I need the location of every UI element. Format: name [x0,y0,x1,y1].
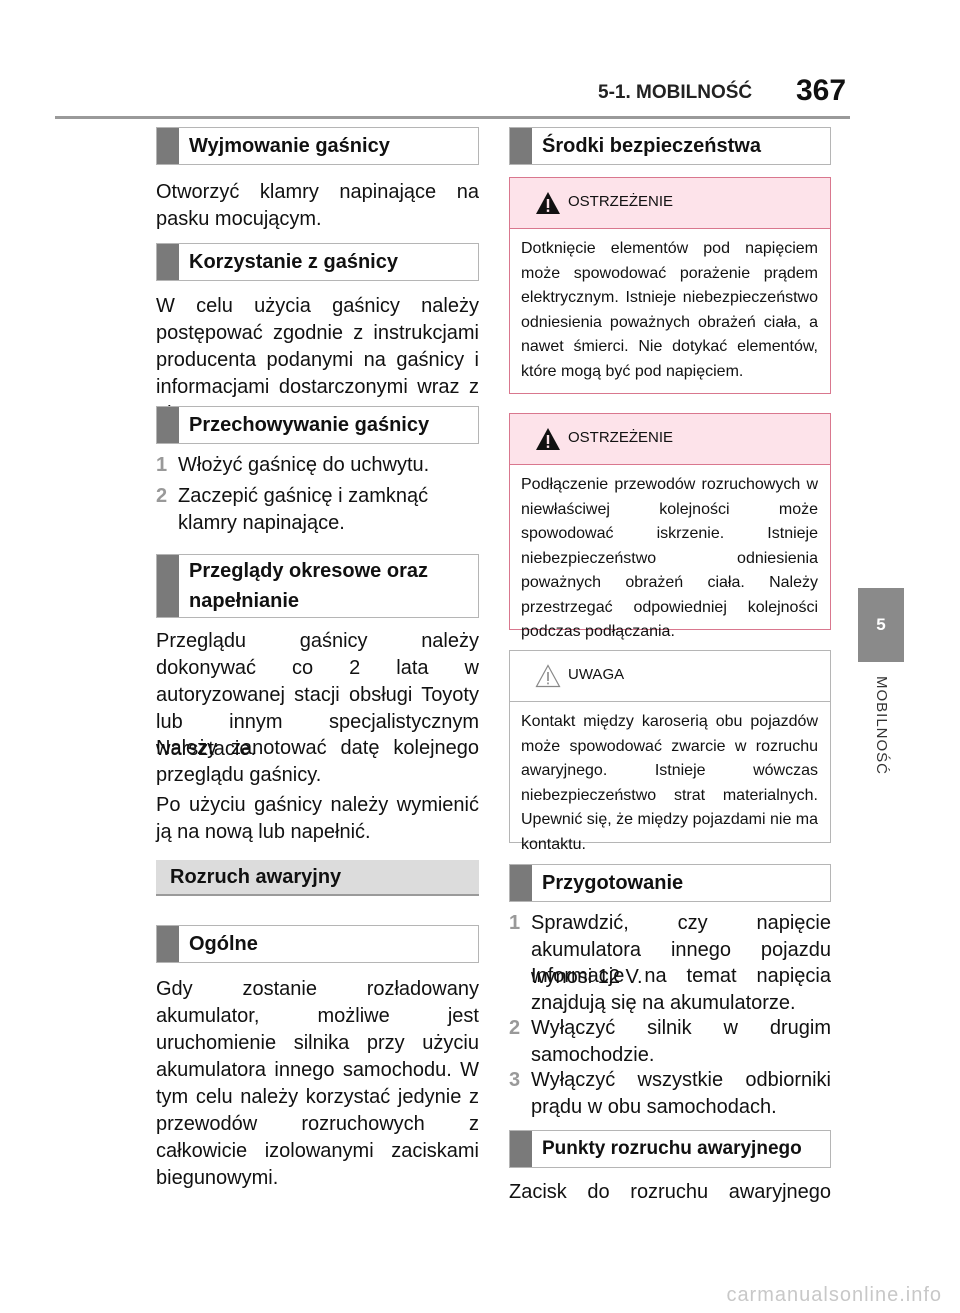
paragraph: Należy zanotować datę kolejnego przegląd… [156,737,479,786]
page-number: 367 [796,74,847,107]
chapter-tab[interactable]: 5 [858,588,904,662]
paragraph: Zacisk do rozruchu awaryjnego [509,1181,831,1203]
watermark: carmanualsonline.info [726,1284,942,1306]
list-item: 3 Wyłączyć wszystkie odbiorniki prądu w … [509,1069,831,1118]
paragraph: Gdy zostanie rozładowany akumulator, moż… [156,978,479,1189]
section-heading-korzystanie: Korzystanie z gaśnicy [156,243,479,281]
paragraph: Przeglądu gaśnicy należy dokonywać co 2 … [156,630,479,760]
header-divider [55,116,850,119]
list-item: 1 Włożyć gaśnicę do uchwytu. [156,454,430,476]
section-heading-ogolne: Ogólne [156,925,479,963]
list-item: 2 Zaczepić gaśnicę i zamknąć klamry napi… [156,485,429,534]
chapter-tab-label: MOBILNOŚĆ [873,676,890,776]
caution-box: UWAGA Kontakt między karoserią obu pojaz… [509,650,831,853]
paragraph: W celu użycia gaśnicy należy postępować … [156,295,479,425]
section-heading-srodki: Środki bezpieczeństwa [509,127,831,165]
warning-triangle-icon [536,428,560,450]
caution-triangle-icon [535,664,561,688]
running-header: 5-1. MOBILNOŚĆ [598,82,753,103]
section-heading-rozruch: Rozruch awaryjny [156,860,479,896]
warning-box: OSTRZEŻENIE Podłączenie przewodów rozruc… [509,413,831,640]
section-heading-przeglady: Przeglądy okresowe oraz napełnianie [156,554,479,618]
list-item: Informacje na temat napięcia znajdują si… [531,965,831,1014]
list-item: 1 Sprawdzić, czy napięcie akumulatora in… [509,912,831,988]
list-item: 2 Wyłączyć silnik w drugim samochodzie. [509,1017,831,1066]
section-heading-przechowywanie: Przechowywanie gaśnicy [156,406,479,444]
warning-box: OSTRZEŻENIE Dotknięcie elementów pod nap… [509,177,831,394]
warning-triangle-icon [536,192,560,214]
section-heading-wyjmowanie: Wyjmowanie gaśnicy [156,127,479,165]
section-heading-punkty: Punkty rozruchu awaryjnego [509,1130,831,1168]
paragraph: Po użyciu gaśnicy należy wymienić ją na … [156,794,479,843]
section-heading-przygotowanie: Przygotowanie [509,864,831,902]
paragraph: Otworzyć klamry napinające na pasku mocu… [156,181,479,230]
